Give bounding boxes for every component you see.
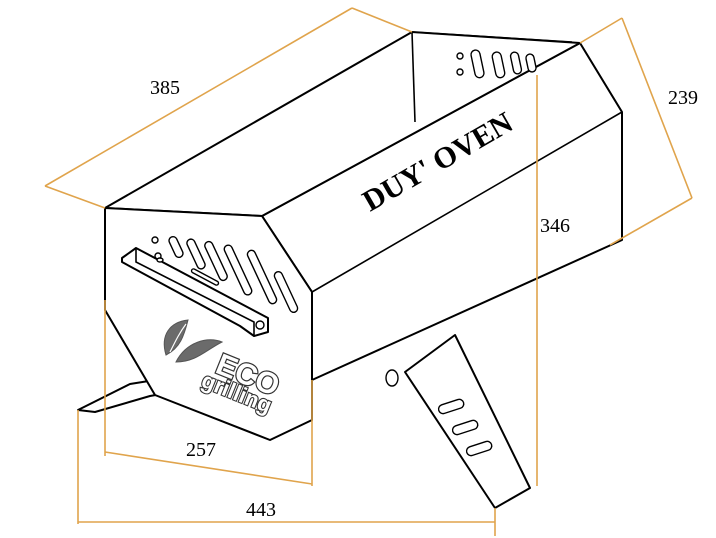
dim-total-width: 443 [246,499,276,521]
front-vent-slots [151,235,299,314]
dim-height: 346 [540,215,570,237]
grill-body [104,31,623,441]
dim-depth-right: 239 [668,87,698,109]
dim-length-top: 385 [150,77,180,99]
leaf-icon-2 [175,339,224,363]
dimension-lines [44,7,693,536]
right-leg [385,334,531,509]
side-bracket [121,247,269,337]
dim-width-front: 257 [186,439,216,461]
